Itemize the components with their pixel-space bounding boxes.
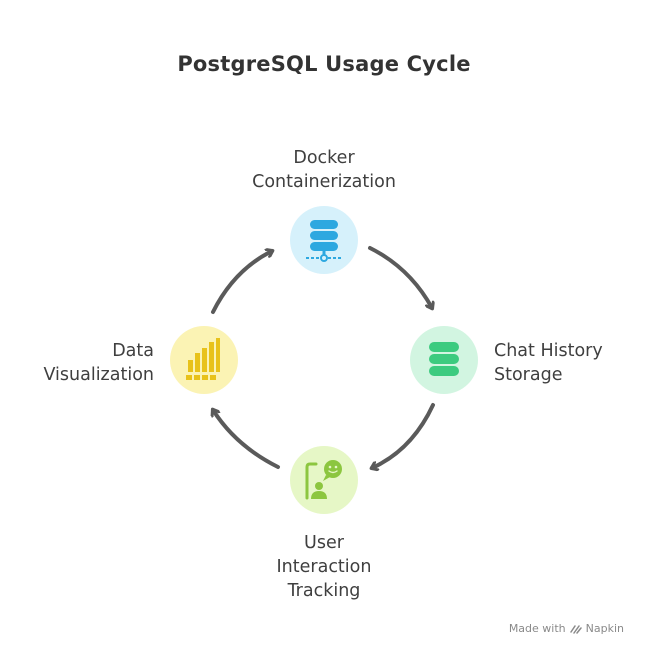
- node-label-line: Containerization: [252, 172, 396, 192]
- node-label-line: Data: [112, 341, 154, 361]
- bar-chart-icon: [186, 338, 220, 380]
- node-label-chat-history-storage: Chat History Storage: [494, 339, 603, 387]
- node-label-line: User: [304, 533, 344, 553]
- node-chat-history-storage: [410, 326, 478, 394]
- node-label-user-interaction-tracking: User Interaction Tracking: [224, 531, 424, 603]
- node-user-interaction-tracking: [290, 446, 358, 514]
- database-icon: [429, 342, 459, 376]
- napkin-watermark: Made with Napkin: [509, 622, 624, 635]
- arrow-top-to-right: [368, 246, 432, 308]
- node-data-visualization: [170, 326, 238, 394]
- node-label-line: Visualization: [43, 365, 154, 385]
- node-label-docker-containerization: Docker Containerization: [224, 146, 424, 194]
- node-label-line: Docker: [293, 148, 355, 168]
- database-network-icon: [306, 220, 342, 262]
- made-with-text: Made with: [508, 622, 566, 635]
- diagram-title: PostgreSQL Usage Cycle: [177, 52, 471, 76]
- node-label-line: Chat History: [494, 341, 603, 361]
- arrow-right-to-bottom: [372, 403, 435, 468]
- node-label-data-visualization: Data Visualization: [0, 339, 154, 387]
- arrow-left-to-top: [211, 251, 272, 314]
- napkin-brand-text: Napkin: [585, 622, 624, 635]
- node-label-line: Tracking: [287, 581, 361, 601]
- node-label-line: Storage: [494, 365, 563, 385]
- napkin-logo-icon: [569, 624, 582, 634]
- node-label-line: Interaction: [276, 557, 372, 577]
- user-chat-icon: [305, 460, 342, 500]
- arrow-bottom-to-left: [213, 410, 280, 469]
- node-docker-containerization: [290, 206, 358, 274]
